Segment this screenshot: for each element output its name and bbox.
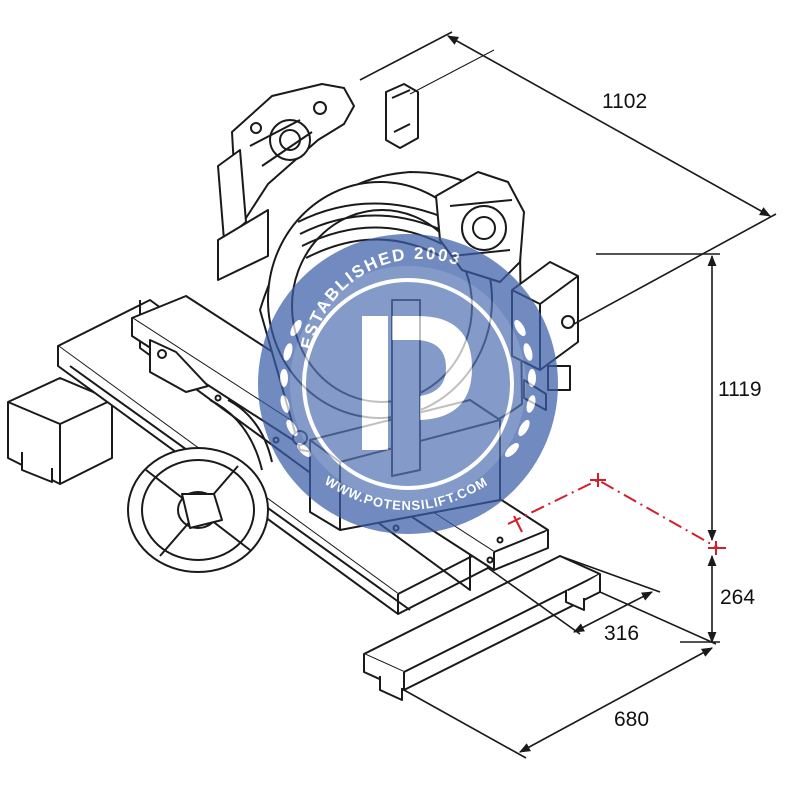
monogram-icon bbox=[362, 316, 472, 450]
dim-width-base: 680 bbox=[614, 708, 649, 731]
dim-length-top: 1102 bbox=[602, 90, 647, 113]
watermark-logo: ESTABLISHED 2003 WWW.POTENSILIFT.COM bbox=[258, 234, 558, 534]
centerline bbox=[507, 473, 726, 555]
left-foot bbox=[7, 377, 113, 485]
dim-height-upper: 1119 bbox=[718, 378, 762, 401]
dim-height-lower: 264 bbox=[720, 586, 755, 609]
front-cross-beam bbox=[363, 555, 601, 701]
dim-offset-mid: 316 bbox=[604, 622, 639, 645]
laurel-wreath-icon bbox=[280, 319, 536, 457]
dimension-labels: 1102 1119 264 316 680 bbox=[602, 90, 762, 731]
beam-bracket bbox=[149, 339, 209, 393]
top-mount-bracket bbox=[385, 83, 419, 149]
traction-sheave bbox=[127, 399, 273, 573]
watermark-outer-ring bbox=[258, 234, 558, 534]
dimension-lines bbox=[359, 31, 777, 759]
left-brake-housing bbox=[217, 83, 355, 281]
